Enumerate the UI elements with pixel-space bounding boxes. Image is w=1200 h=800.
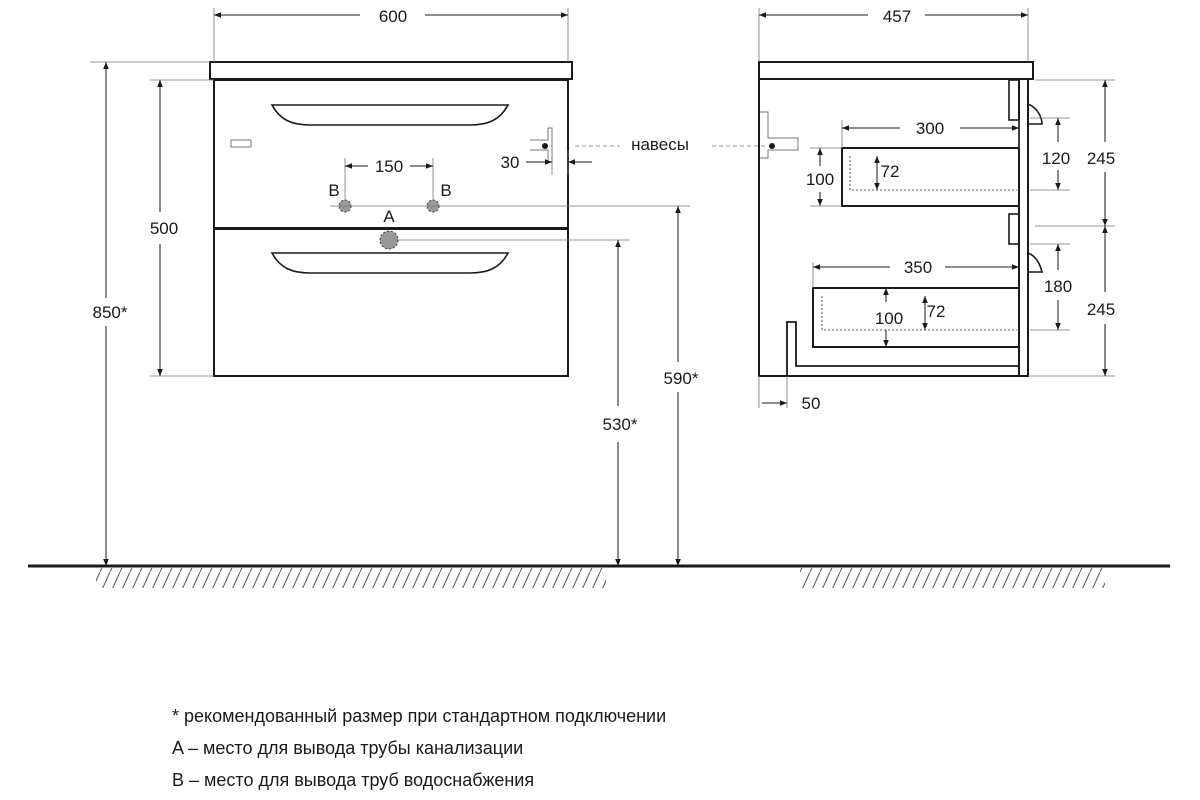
front-total-height-label: 850* [93, 303, 128, 322]
bottom-drawer-gap-label: 180 [1044, 277, 1072, 296]
side-hinge-bracket [760, 111, 799, 159]
drain-height-label: 530* [603, 415, 638, 434]
front-dimension-lines [103, 12, 681, 566]
supply-spacing-label: 150 [375, 157, 403, 176]
side-dimension-texts: 457 300 100 72 120 245 350 100 72 180 24… [802, 7, 1116, 413]
back-offset-label: 50 [802, 394, 821, 413]
front-lower-drawer [213, 228, 569, 377]
front-lower-handle [270, 252, 510, 274]
side-hinge-plate-bottom [1008, 213, 1020, 245]
label-a: A [383, 207, 395, 226]
note-recommended: * рекомендованный размер при стандартном… [172, 706, 667, 726]
front-view [209, 61, 573, 377]
top-drawer-height-label: 100 [806, 170, 834, 189]
front-body-height-label: 500 [150, 219, 178, 238]
section-bottom-label: 245 [1087, 300, 1115, 319]
bottom-drawer-height-label: 100 [875, 309, 903, 328]
top-drawer-depth-label: 300 [916, 119, 944, 138]
side-dimension-lines [759, 12, 1108, 406]
side-front-panel [1018, 78, 1029, 377]
bottom-drawer-depth-label: 350 [904, 258, 932, 277]
floor-hatch-right [800, 568, 1105, 588]
front-extension-lines [90, 8, 765, 377]
note-drain-a: A – место для вывода трубы канализации [172, 738, 524, 758]
bottom-drawer-inner-label: 72 [927, 302, 946, 321]
side-countertop [758, 61, 1034, 80]
front-dimension-texts: 600 850* 500 150 30 B B A 590* 530* наве… [93, 7, 699, 434]
label-b-left: B [328, 181, 339, 200]
front-left-bracket [230, 139, 252, 148]
supply-height-label: 590* [664, 369, 699, 388]
legend: * рекомендованный размер при стандартном… [172, 700, 872, 796]
floor [28, 564, 1170, 588]
top-drawer-inner-label: 72 [881, 162, 900, 181]
side-bottom-skirt [786, 321, 1019, 376]
note-supply-b: B – место для вывода труб водоснабжения [172, 770, 535, 790]
side-bottom-drawer [812, 287, 1019, 348]
floor-hatch-left [96, 568, 606, 588]
top-drawer-gap-label: 120 [1042, 149, 1070, 168]
hinge-offset-label: 30 [501, 153, 520, 172]
front-width-label: 600 [379, 7, 407, 26]
side-top-drawer [841, 147, 1019, 207]
front-countertop [209, 61, 573, 80]
side-body [758, 79, 1028, 377]
side-view [758, 61, 1044, 377]
hinges-label: навесы [631, 135, 689, 154]
front-upper-handle [270, 104, 510, 126]
side-hinge-plate-top [1008, 79, 1020, 121]
label-b-right: B [440, 181, 451, 200]
front-right-hinge [530, 127, 553, 163]
side-depth-label: 457 [883, 7, 911, 26]
section-top-label: 245 [1087, 149, 1115, 168]
